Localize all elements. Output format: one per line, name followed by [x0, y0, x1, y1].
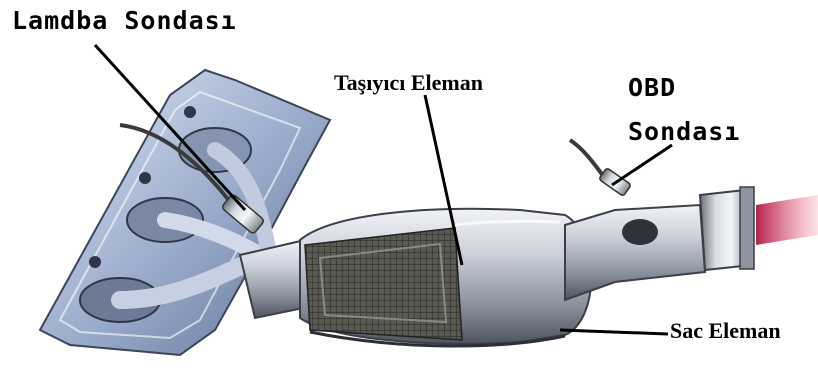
label-obd-probe-line2: Sondası — [628, 117, 740, 146]
outlet-pipe — [565, 187, 754, 300]
obd-probe — [570, 140, 631, 196]
leader-line-obd — [612, 145, 672, 185]
label-sheet-element: Sac Eleman — [670, 318, 781, 344]
converter-body — [300, 209, 591, 346]
exhaust-glow — [756, 195, 818, 245]
leader-line-sheet — [560, 330, 668, 334]
label-lambda-probe: Lamdba Sondası — [12, 6, 237, 35]
label-obd-probe-line1: OBD — [628, 73, 676, 102]
label-carrier-element: Taşıyıcı Eleman — [334, 70, 483, 96]
